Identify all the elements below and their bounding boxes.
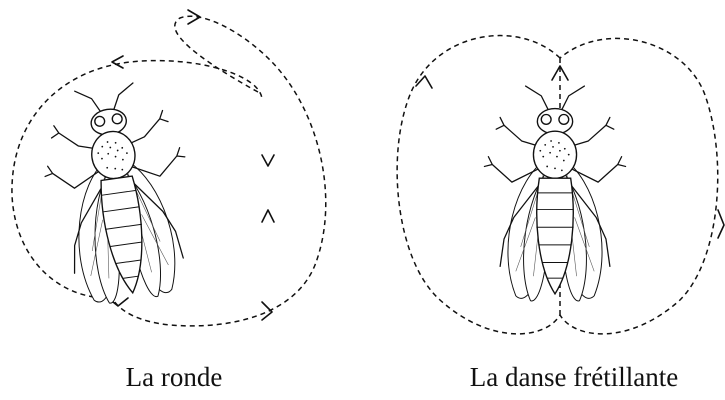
bee-drawing: [34, 77, 204, 309]
arrow-icon: [112, 56, 123, 68]
arrow-icon: [416, 76, 432, 88]
arrow-icon: [262, 155, 274, 166]
bee-drawing: [484, 86, 625, 301]
arrow-icon: [718, 210, 724, 238]
round-dance-panel: [12, 10, 326, 326]
round-dance-caption: La ronde: [126, 362, 223, 393]
waggle-dance-panel: [397, 36, 724, 334]
arrow-icon: [262, 302, 272, 320]
arrow-icon: [262, 210, 274, 222]
waggle-dance-caption: La danse frétillante: [470, 362, 678, 393]
